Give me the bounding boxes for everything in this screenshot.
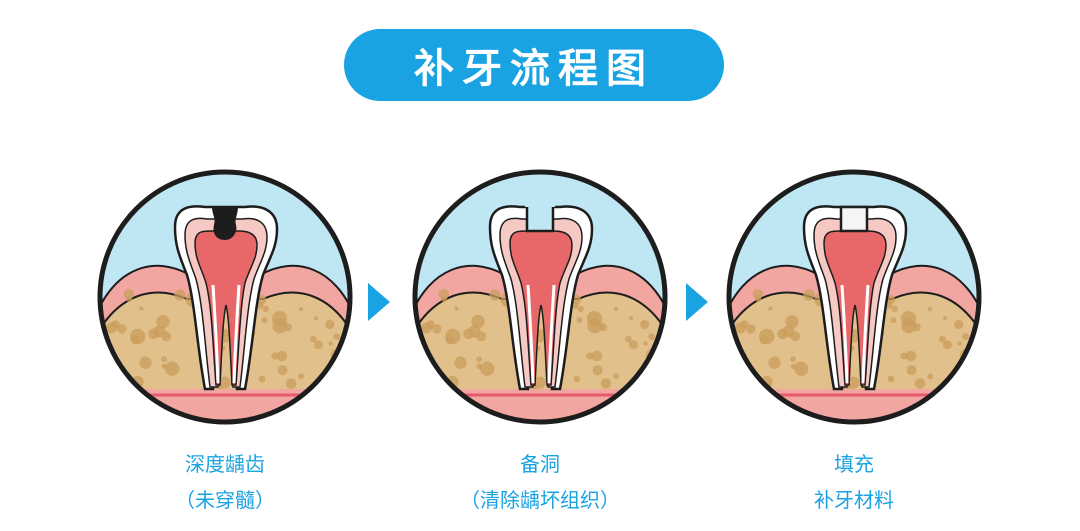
step-cavity-preparation: 备洞 （清除龋坏组织） bbox=[410, 167, 670, 512]
page-title: 补牙流程图 bbox=[414, 46, 654, 92]
step-subtitle: 补牙材料 bbox=[814, 488, 894, 512]
step-deep-caries: 深度龋齿 （未穿髓） bbox=[95, 167, 355, 512]
triangle-right-icon bbox=[368, 283, 390, 321]
step-title: 填充 bbox=[834, 452, 874, 476]
triangle-right-icon bbox=[686, 283, 708, 321]
step-subtitle: （未穿髓） bbox=[175, 488, 275, 512]
tooth-illustration-decay bbox=[97, 169, 353, 425]
tooth-illustration-prepared bbox=[412, 169, 668, 425]
step-title: 深度龋齿 bbox=[185, 452, 265, 476]
step-filling: 填充 补牙材料 bbox=[724, 167, 984, 512]
title-banner: 补牙流程图 bbox=[344, 29, 724, 101]
step-subtitle: （清除龋坏组织） bbox=[460, 488, 620, 512]
tooth-illustration-filled bbox=[726, 169, 982, 425]
step-title: 备洞 bbox=[520, 452, 560, 476]
